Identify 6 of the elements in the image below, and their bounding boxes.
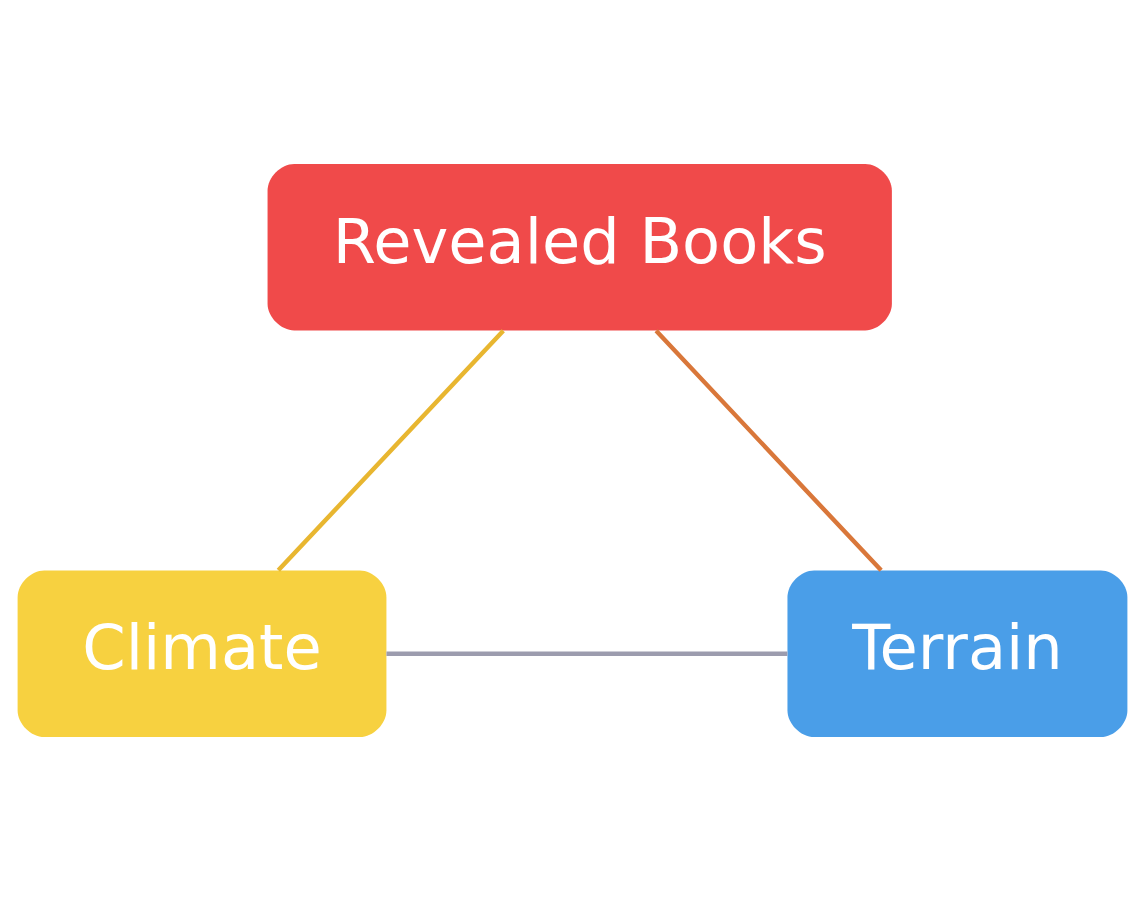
connector xyxy=(654,328,883,572)
node-box: Terrain xyxy=(787,570,1128,737)
connector xyxy=(276,328,505,572)
node-box: Climate xyxy=(17,570,387,737)
node-box: Revealed Books xyxy=(267,163,892,330)
connector xyxy=(386,651,788,656)
